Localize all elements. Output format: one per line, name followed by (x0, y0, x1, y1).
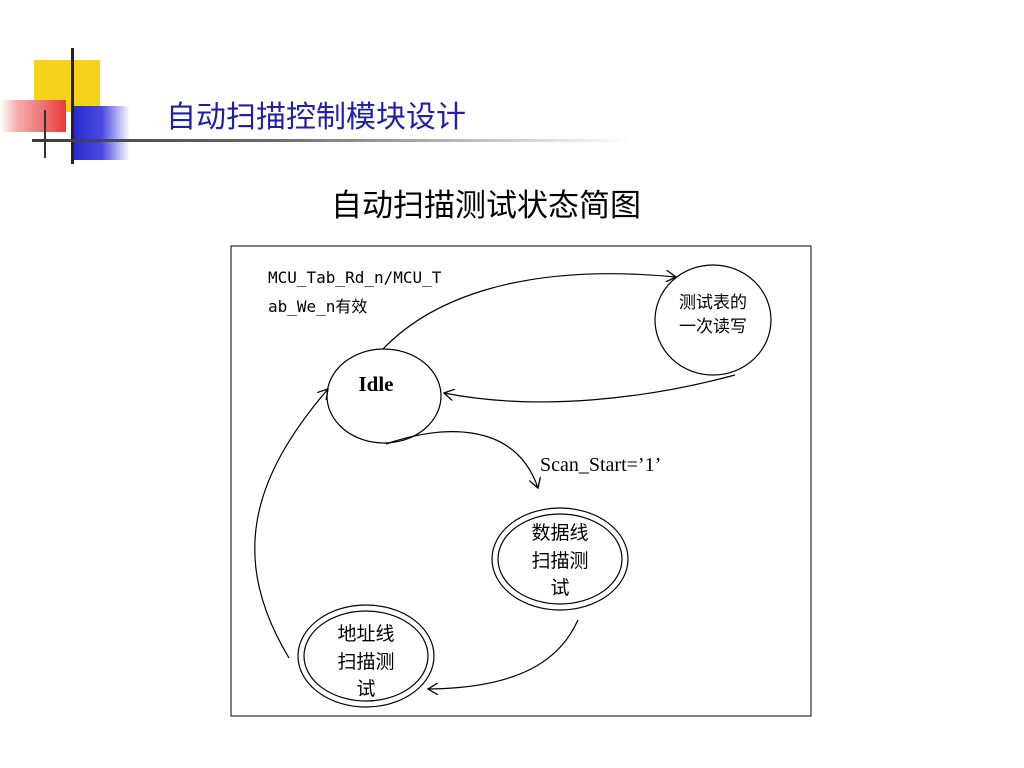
arrow-data-to-addr (428, 619, 579, 689)
state-data-scan-inner (497, 513, 623, 605)
state-idle-label: Idle (358, 372, 393, 396)
arrow-table-to-idle (444, 374, 736, 403)
state-table-rw-label-line1: 测试表的 (679, 293, 747, 313)
title-underline (32, 139, 632, 142)
arrow-addr-to-idle (254, 389, 328, 659)
diagram-title: 自动扫描测试状态简图 (331, 188, 641, 224)
arrow-idle-to-table (382, 274, 676, 350)
state-table-rw (654, 264, 772, 376)
state-data-scan-label-line3: 试 (550, 577, 569, 599)
state-data-scan-outer (491, 507, 629, 611)
diagram-frame (230, 245, 812, 717)
state-idle (326, 348, 442, 444)
decor-red-bar (0, 100, 66, 132)
slide-title: 自动扫描控制模块设计 (166, 100, 466, 135)
state-addr-scan-label-line1: 地址线 (337, 623, 394, 645)
state-addr-scan-label-line3: 试 (356, 678, 375, 700)
decor-blue-square (74, 106, 130, 160)
state-addr-scan-inner (303, 610, 429, 702)
state-addr-scan-label-line2: 扫描测 (337, 651, 394, 673)
label-mcu-condition-line1: MCU_Tab_Rd_n/MCU_T (268, 268, 442, 287)
arrow-idle-to-data (385, 431, 538, 488)
state-data-scan-label-line2: 扫描测 (531, 550, 588, 572)
state-table-rw-label-line2: 一次读写 (679, 317, 747, 337)
decor-vertical-line-2 (44, 110, 46, 158)
state-addr-scan-outer (297, 604, 435, 708)
label-scan-start: Scan_Start=’1’ (540, 454, 661, 476)
state-data-scan-label-line1: 数据线 (531, 522, 588, 544)
label-mcu-condition-line2: ab_We_n有效 (268, 297, 367, 316)
decor-vertical-line (71, 48, 74, 164)
